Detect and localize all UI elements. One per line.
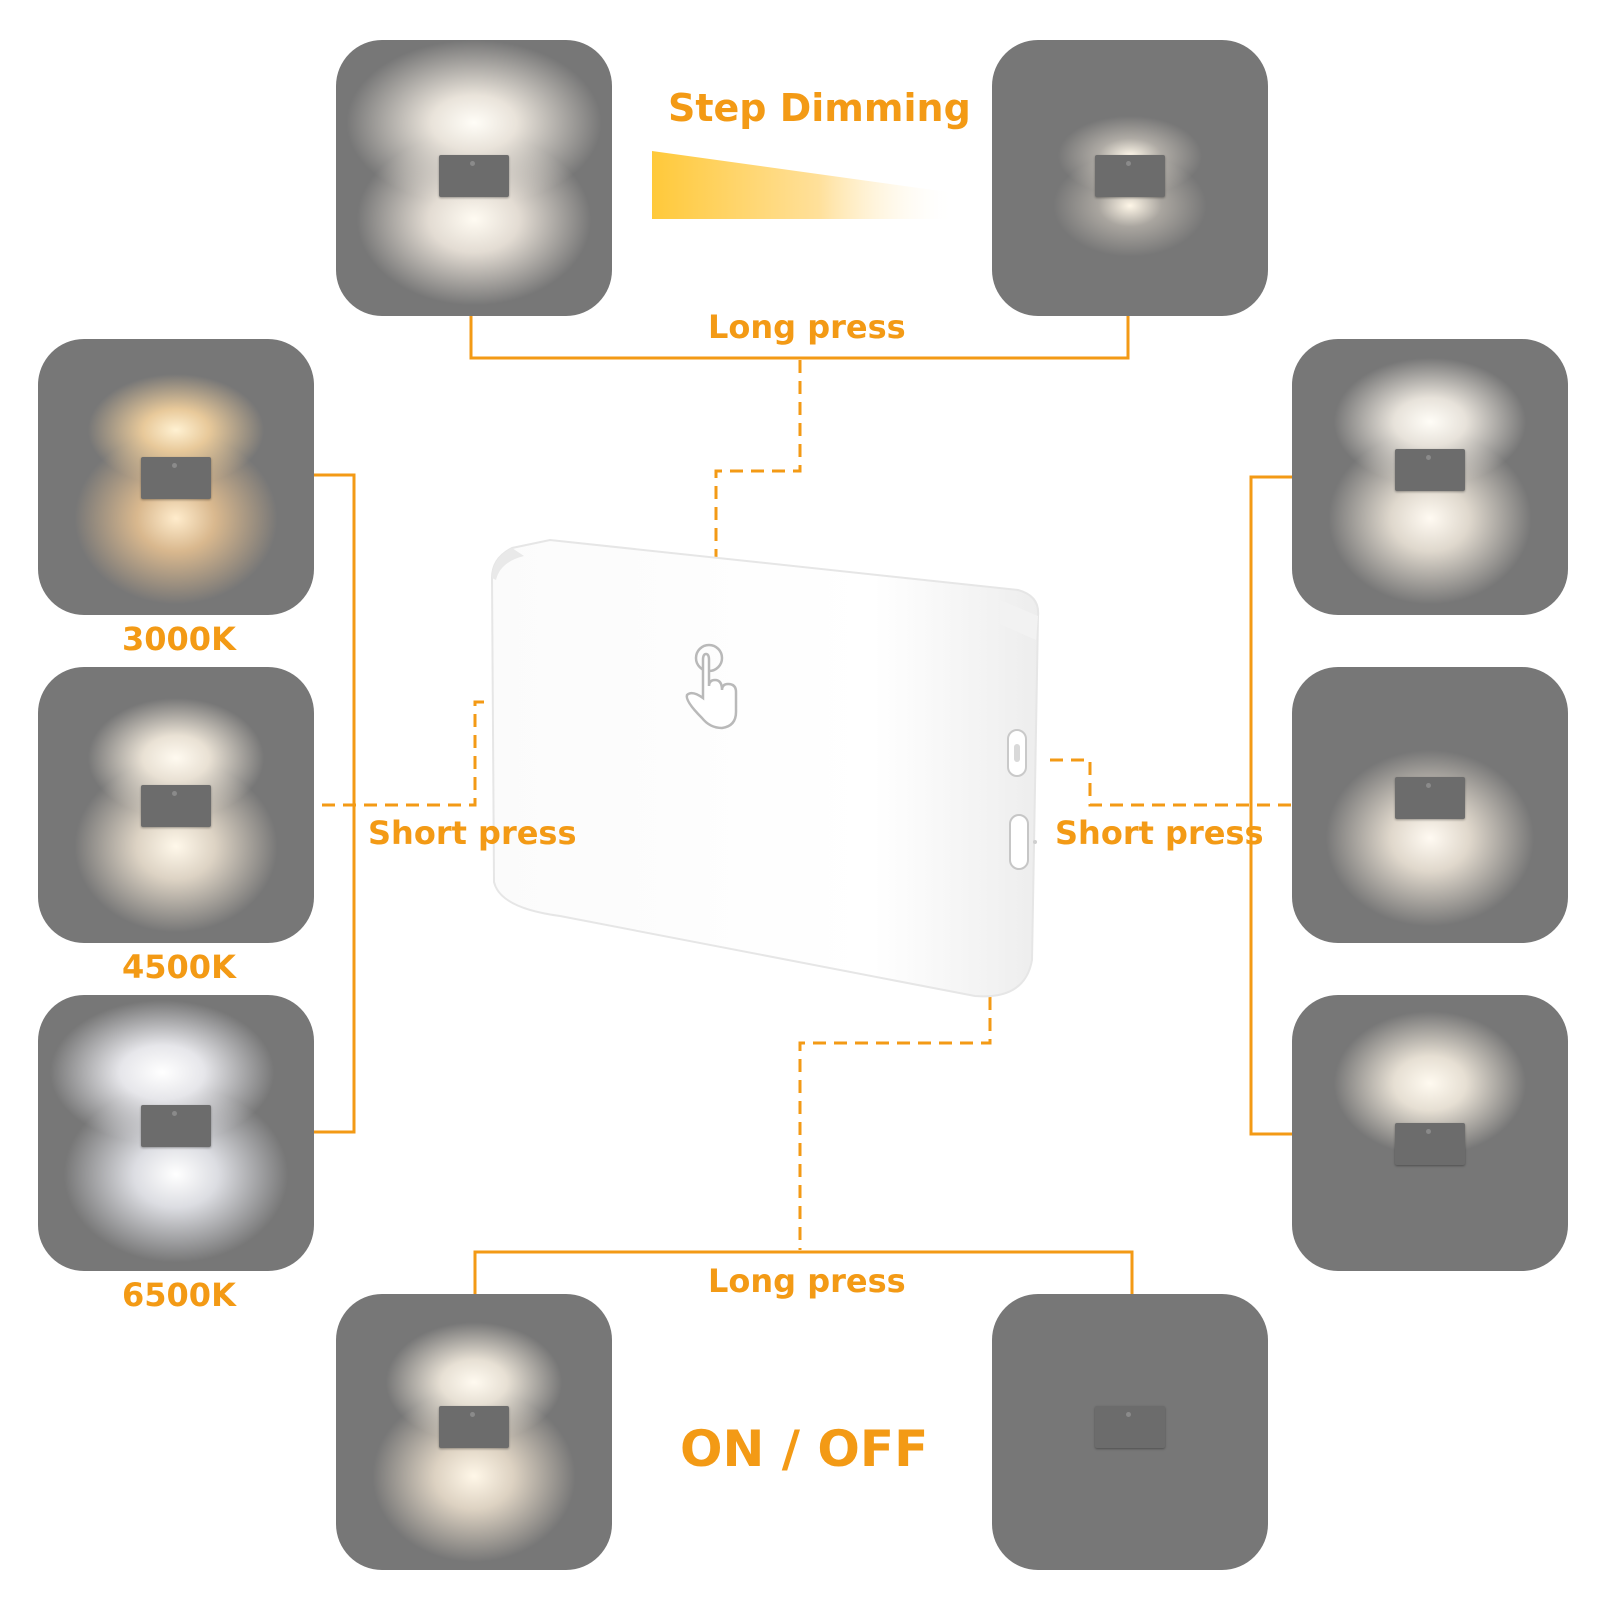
- step-dimming-label: Step Dimming: [668, 86, 971, 130]
- wall-lamp-product: [490, 538, 1040, 998]
- hand-pointer-icon: [685, 643, 738, 730]
- color-temp-6500k: 6500K: [122, 1276, 236, 1314]
- charging-port: [1009, 814, 1029, 870]
- short-press-right-label: Short press: [1055, 814, 1264, 852]
- bottom-long-press-bracket: [473, 1250, 1134, 1294]
- tile-4500k: [38, 667, 314, 943]
- tile-mode-updown: [1292, 339, 1568, 615]
- tile-mode-up: [1292, 995, 1568, 1271]
- tile-off: [992, 1294, 1268, 1570]
- color-temp-3000k: 3000K: [122, 620, 236, 658]
- right-dashed-connector: [1050, 758, 1293, 807]
- short-press-left-label: Short press: [368, 814, 577, 852]
- on-off-label: ON / OFF: [680, 1420, 929, 1478]
- tile-6500k: [38, 995, 314, 1271]
- tile-mode-down: [1292, 667, 1568, 943]
- long-press-bottom-label: Long press: [708, 1262, 906, 1300]
- tile-dimming-bright: [336, 40, 612, 316]
- tile-3000k: [38, 339, 314, 615]
- tile-on: [336, 1294, 612, 1570]
- control-button: [1007, 729, 1027, 777]
- right-short-press-bracket: [1249, 475, 1293, 1136]
- color-temp-4500k: 4500K: [122, 948, 236, 986]
- tile-dimming-dim: [992, 40, 1268, 316]
- step-dimming-gradient: [652, 151, 955, 219]
- long-press-top-label: Long press: [708, 308, 906, 346]
- top-dashed-connector: [714, 360, 802, 668]
- top-long-press-bracket: [469, 316, 1130, 360]
